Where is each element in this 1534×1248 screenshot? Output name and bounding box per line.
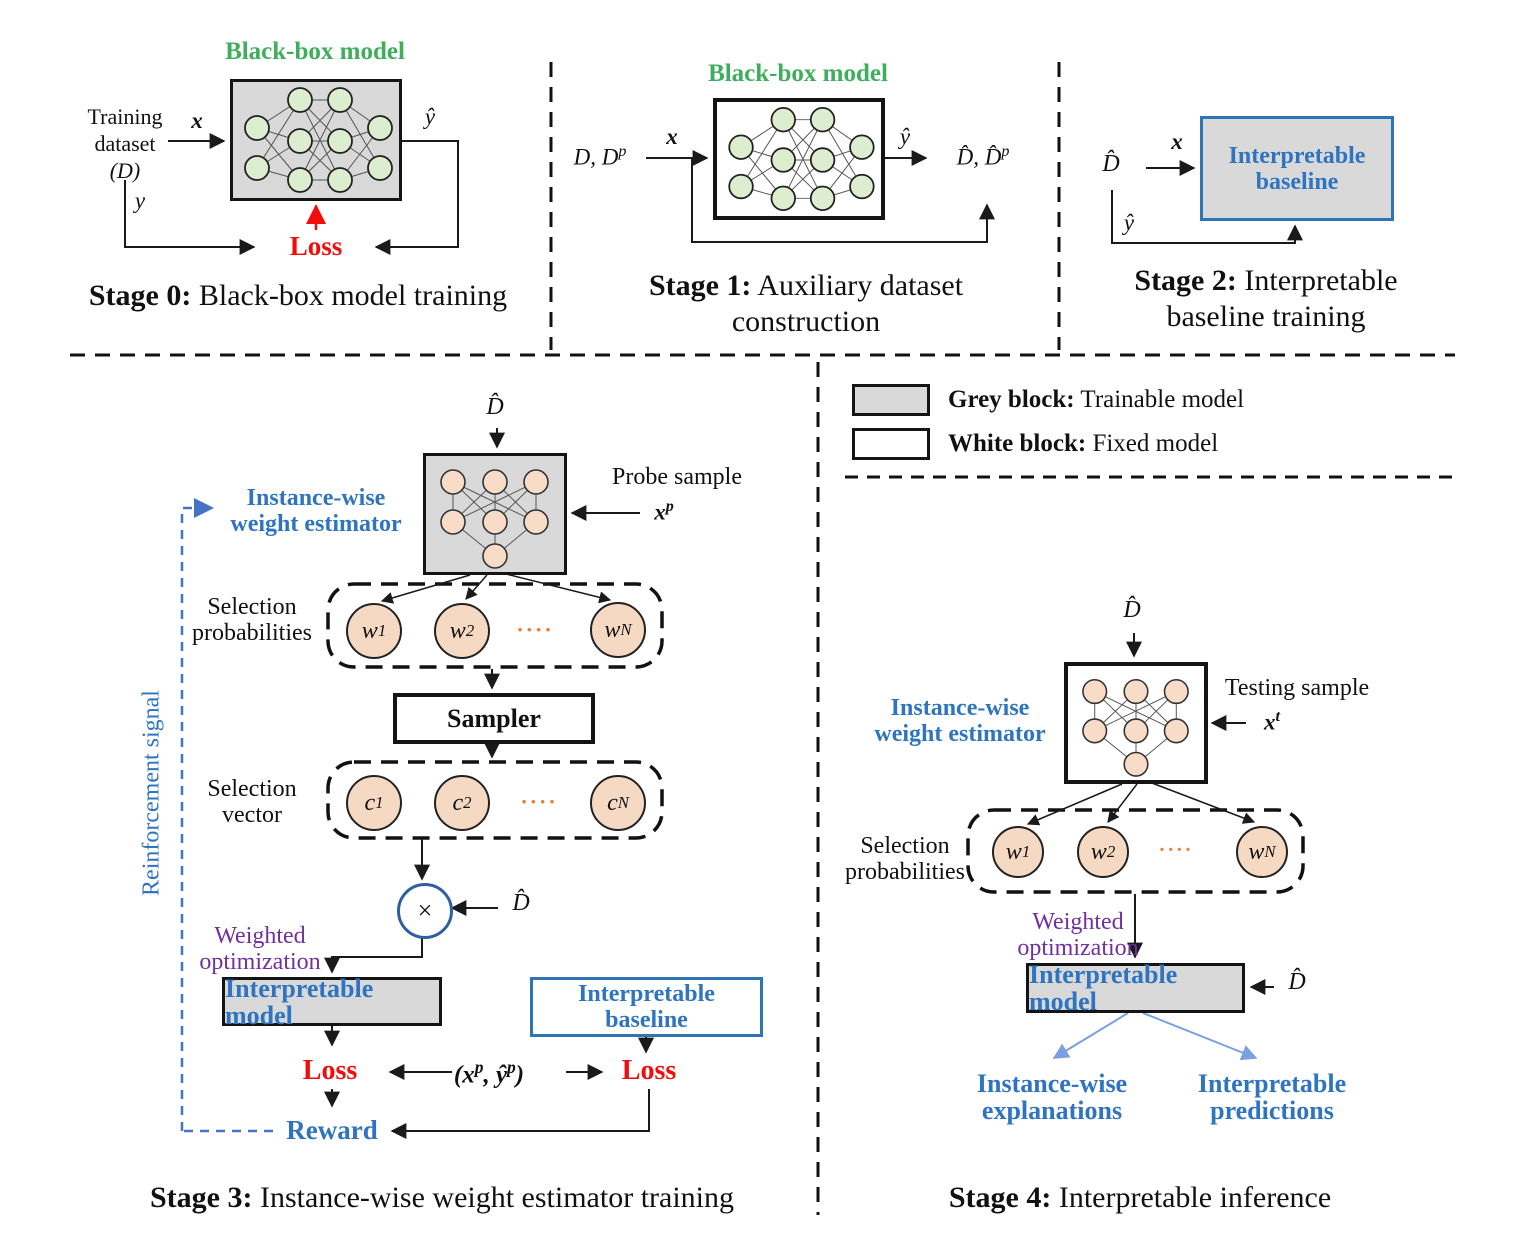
stage3-dhat-top-label: D̂ xyxy=(486,394,504,420)
stage1-network-icon xyxy=(728,107,875,211)
stage4-caption: Stage 4: Interpretable inference xyxy=(948,1181,1332,1214)
stage4-dhat-right-label: D̂ xyxy=(1288,969,1306,995)
stage4-w-ellipsis: ···· xyxy=(1158,839,1194,861)
stage3-c-ellipsis: ···· xyxy=(520,789,558,814)
stage3-dashed-containers xyxy=(326,582,664,840)
stage3-probe-x-label: xp xyxy=(654,498,674,525)
legend-grey-swatch xyxy=(852,384,930,416)
stage0-loss-label: Loss xyxy=(289,231,343,261)
stage2-connectors xyxy=(1111,160,1303,244)
stage3-weight-estimator-box xyxy=(423,453,567,575)
stage0-yhat-label: ŷ xyxy=(424,104,436,129)
stage3-loss-left-label: Loss xyxy=(302,1055,358,1086)
reinforcement-signal-path xyxy=(180,498,278,1133)
stage2-caption-line2: baseline training xyxy=(1166,300,1366,333)
stage4-dashed-container xyxy=(966,808,1305,894)
stage1-blackbox-model xyxy=(713,98,885,220)
stage3-sampler-box: Sampler xyxy=(393,693,595,744)
stage4-connectors xyxy=(1026,633,1274,995)
stage1-blackbox-title: Black-box model xyxy=(708,60,888,87)
stage3-caption: Stage 3: Instance-wise weight estimator … xyxy=(149,1181,735,1214)
stage3-interpretable-baseline-box: Interpretable baseline xyxy=(530,977,763,1037)
stage4-interpretable-model-box: Interpretable model xyxy=(1026,961,1245,1015)
stage4-testing-sample-label: Testing sample xyxy=(1224,675,1370,701)
stage0-caption: Stage 0: Black-box model training xyxy=(88,279,508,312)
stage2-dhat-label: D̂ xyxy=(1102,151,1120,177)
stage0-connectors xyxy=(124,133,459,255)
stage0-blackbox-title: Black-box model xyxy=(225,38,405,65)
stage4-weight-estimator-box xyxy=(1064,662,1208,784)
stage4-network-icon xyxy=(1082,678,1189,777)
stage1-connectors xyxy=(646,150,995,243)
stage3-dhat-mid-label: D̂ xyxy=(512,890,530,916)
stage2-x-label: x xyxy=(1171,129,1183,154)
stage3-probe-sample-label: Probe sample xyxy=(612,464,742,490)
stage2-interpretable-baseline-box: Interpretable baseline xyxy=(1200,116,1394,221)
stage3-w-ellipsis: ···· xyxy=(516,617,554,642)
stage3-probe-pair-label: (xp, ŷp) xyxy=(453,1057,525,1089)
stage1-caption-line2: construction xyxy=(731,305,881,338)
stage0-x-label: x xyxy=(191,108,203,133)
stage-dividers xyxy=(70,62,1455,1215)
stage2-caption: Stage 2: Interpretable xyxy=(1134,264,1398,297)
stage4-output-arrows xyxy=(1052,1012,1258,1061)
legend-white-swatch xyxy=(852,428,930,460)
stage3-multiply-node: × xyxy=(397,883,453,939)
legend-white-label: White block: Fixed model xyxy=(948,430,1219,457)
stage0-network-icon xyxy=(244,87,393,193)
stage0-training-dataset-label: Training dataset (D) xyxy=(87,104,163,183)
legend-grey-label: Grey block: Trainable model xyxy=(948,386,1245,413)
stage3-reward-label: Reward xyxy=(286,1115,378,1145)
stage4-dhat-top-label: D̂ xyxy=(1123,597,1141,623)
stage1-caption: Stage 1: Auxiliary dataset xyxy=(648,269,964,302)
stage1-output-datasets-label: D̂, D̂p xyxy=(956,143,1010,170)
stage3-loss-right-label: Loss xyxy=(621,1055,677,1086)
stage3-network-icon xyxy=(440,469,549,569)
stage1-yhat-label: ŷ xyxy=(899,124,911,149)
stage3-connectors xyxy=(324,428,654,1139)
stage0-y-label: y xyxy=(134,188,146,213)
stage1-x-label: x xyxy=(666,124,678,149)
stage0-blackbox-model xyxy=(230,79,402,201)
stage4-testing-x-label: xt xyxy=(1264,708,1280,735)
stage1-input-datasets-label: D, Dp xyxy=(573,143,627,170)
stage2-yhat-label: ŷ xyxy=(1123,210,1135,235)
stage3-interpretable-model-box: Interpretable model xyxy=(222,975,442,1029)
